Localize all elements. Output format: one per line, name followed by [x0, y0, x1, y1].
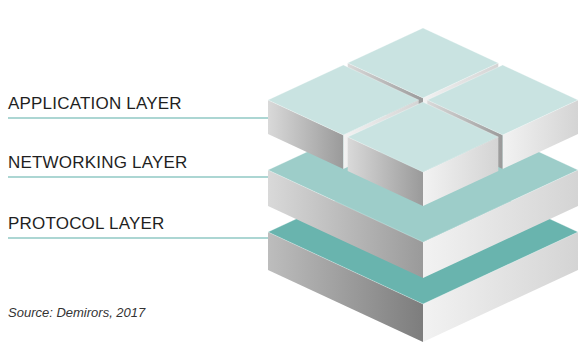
layer-label: APPLICATION LAYER — [8, 94, 182, 114]
application-block — [348, 102, 499, 206]
slab-top — [348, 102, 499, 172]
leader-line — [8, 176, 270, 177]
layer-label: NETWORKING LAYER — [8, 153, 188, 173]
layer-stack — [268, 28, 578, 342]
layer-slab — [268, 98, 578, 278]
leader-line — [8, 237, 270, 238]
source-caption: Source: Demirors, 2017 — [8, 305, 145, 321]
layer-label: PROTOCOL LAYER — [8, 214, 164, 234]
leader-line — [8, 117, 270, 118]
